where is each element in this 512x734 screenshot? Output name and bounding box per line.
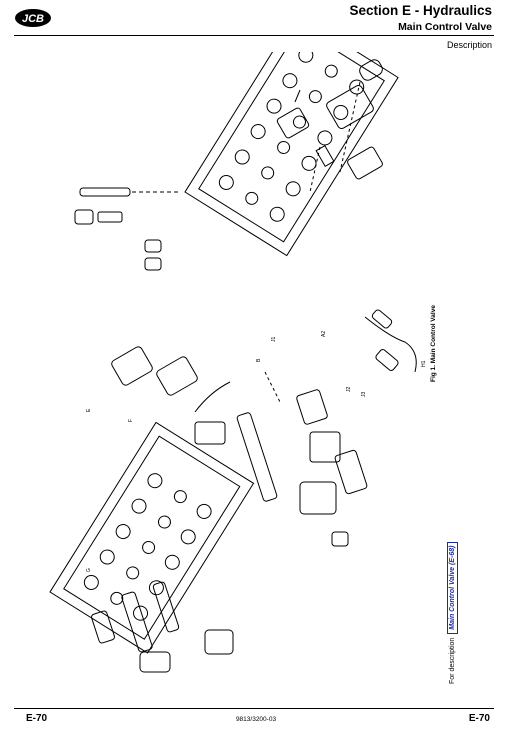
svg-text:B: B	[256, 358, 262, 362]
svg-text:G: G	[86, 568, 92, 572]
upper-valve-block	[184, 52, 399, 257]
subsection-title: Main Control Valve	[398, 21, 492, 33]
description-label: Description	[446, 40, 492, 50]
center-spool-parts	[236, 371, 368, 547]
svg-text:A2: A2	[321, 331, 327, 337]
svg-text:J1: J1	[271, 337, 277, 343]
svg-text:J2: J2	[346, 387, 352, 393]
svg-text:JCB: JCB	[22, 13, 44, 25]
lower-exploded-parts	[91, 346, 234, 673]
figure-caption: Fig 1. Main Control Valve	[430, 305, 437, 382]
exploded-valve-drawing: J1 J2 J3 A2 H1 E G F B	[49, 52, 427, 673]
svg-text:H1: H1	[421, 360, 427, 367]
for-description-label: For description	[449, 637, 456, 684]
jcb-logo: JCB	[15, 9, 51, 27]
link-text: Main Control Valve	[449, 566, 456, 630]
left-spool-parts	[74, 187, 180, 271]
svg-text:F: F	[128, 419, 134, 422]
page-number-left: E-70	[26, 713, 48, 724]
svg-text:E: E	[86, 408, 92, 412]
top-exploded-parts	[276, 59, 383, 193]
footer-divider	[14, 708, 494, 709]
for-description-reference: For description Main Control Valve (E-68…	[447, 541, 458, 684]
callout-labels: J1 J2 J3 A2 H1 E G F B	[86, 331, 427, 572]
header-divider	[14, 35, 494, 36]
lower-valve-block	[49, 421, 255, 654]
page-number-right: E-70	[468, 713, 490, 724]
main-control-valve-link[interactable]: Main Control Valve (E-68)	[447, 541, 458, 634]
document-number: 9813/3200-03	[235, 716, 277, 723]
section-title: Section E - Hydraulics	[349, 3, 492, 18]
svg-text:J3: J3	[361, 392, 367, 398]
right-hose	[364, 309, 417, 373]
link-page: E-68	[449, 547, 456, 563]
